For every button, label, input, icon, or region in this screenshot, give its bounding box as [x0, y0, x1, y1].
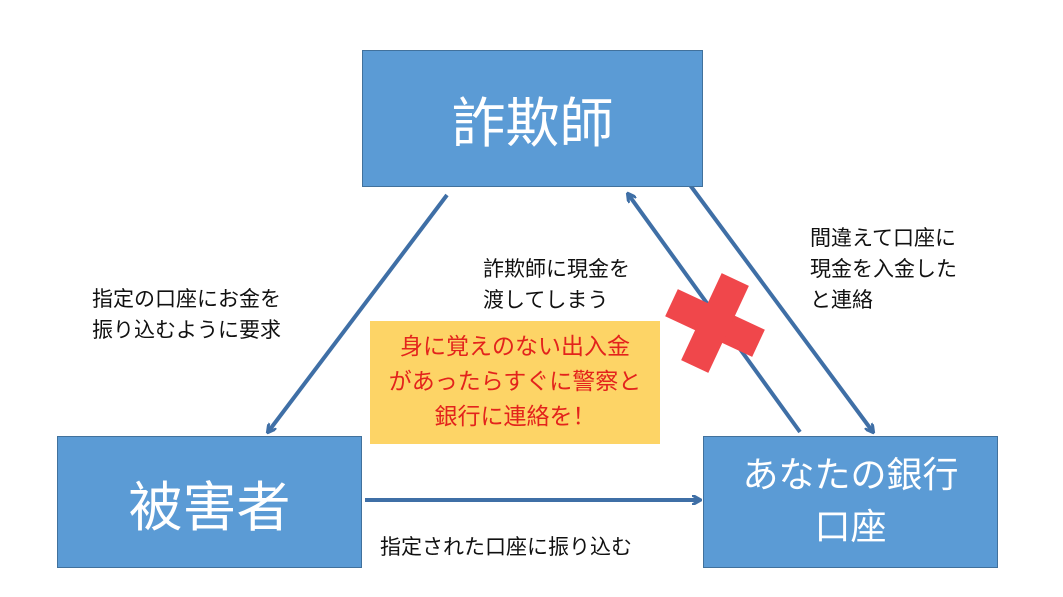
- label-demand: 指定の口座にお金を 振り込むように要求: [92, 287, 281, 342]
- label-contact: 間違えて口座に 現金を入金した と連絡: [810, 226, 957, 312]
- label-transfer: 指定された口座に振り込む: [380, 535, 632, 559]
- arrow-fraudster-to-bank: [688, 183, 873, 432]
- node-victim: 被害者: [57, 436, 362, 568]
- arrow-fraudster-to-victim: [268, 193, 449, 432]
- red-cross-icon: [665, 273, 765, 373]
- node-your-bank-account: あなたの銀行 口座: [703, 436, 998, 568]
- warning-callout: 身に覚えのない出入金 があったらすぐに警察と 銀行に連絡を！: [370, 321, 660, 444]
- label-hand-cash: 詐欺師に現金を 渡してしまう: [483, 257, 630, 312]
- node-fraudster: 詐欺師: [362, 50, 703, 187]
